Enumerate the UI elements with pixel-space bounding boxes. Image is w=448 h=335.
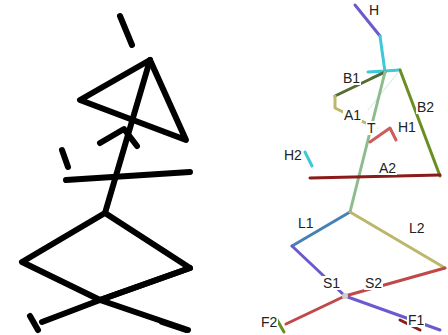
segment-strokes [276,5,445,332]
part-label: H2 [283,148,303,162]
part-label: B1 [342,71,361,85]
part-label: F1 [407,313,425,327]
sketch-strokes [22,16,190,330]
part-label: F2 [260,315,278,329]
part-label: S1 [322,276,341,290]
part-label: H1 [397,120,417,134]
part-label: T [366,121,377,135]
part-label: S2 [364,276,383,290]
part-label: A1 [343,108,362,122]
part-label: B2 [416,100,435,114]
part-label: H [368,3,380,17]
part-label: L2 [408,221,426,235]
part-label: A2 [378,161,397,175]
part-label: L1 [297,216,315,230]
